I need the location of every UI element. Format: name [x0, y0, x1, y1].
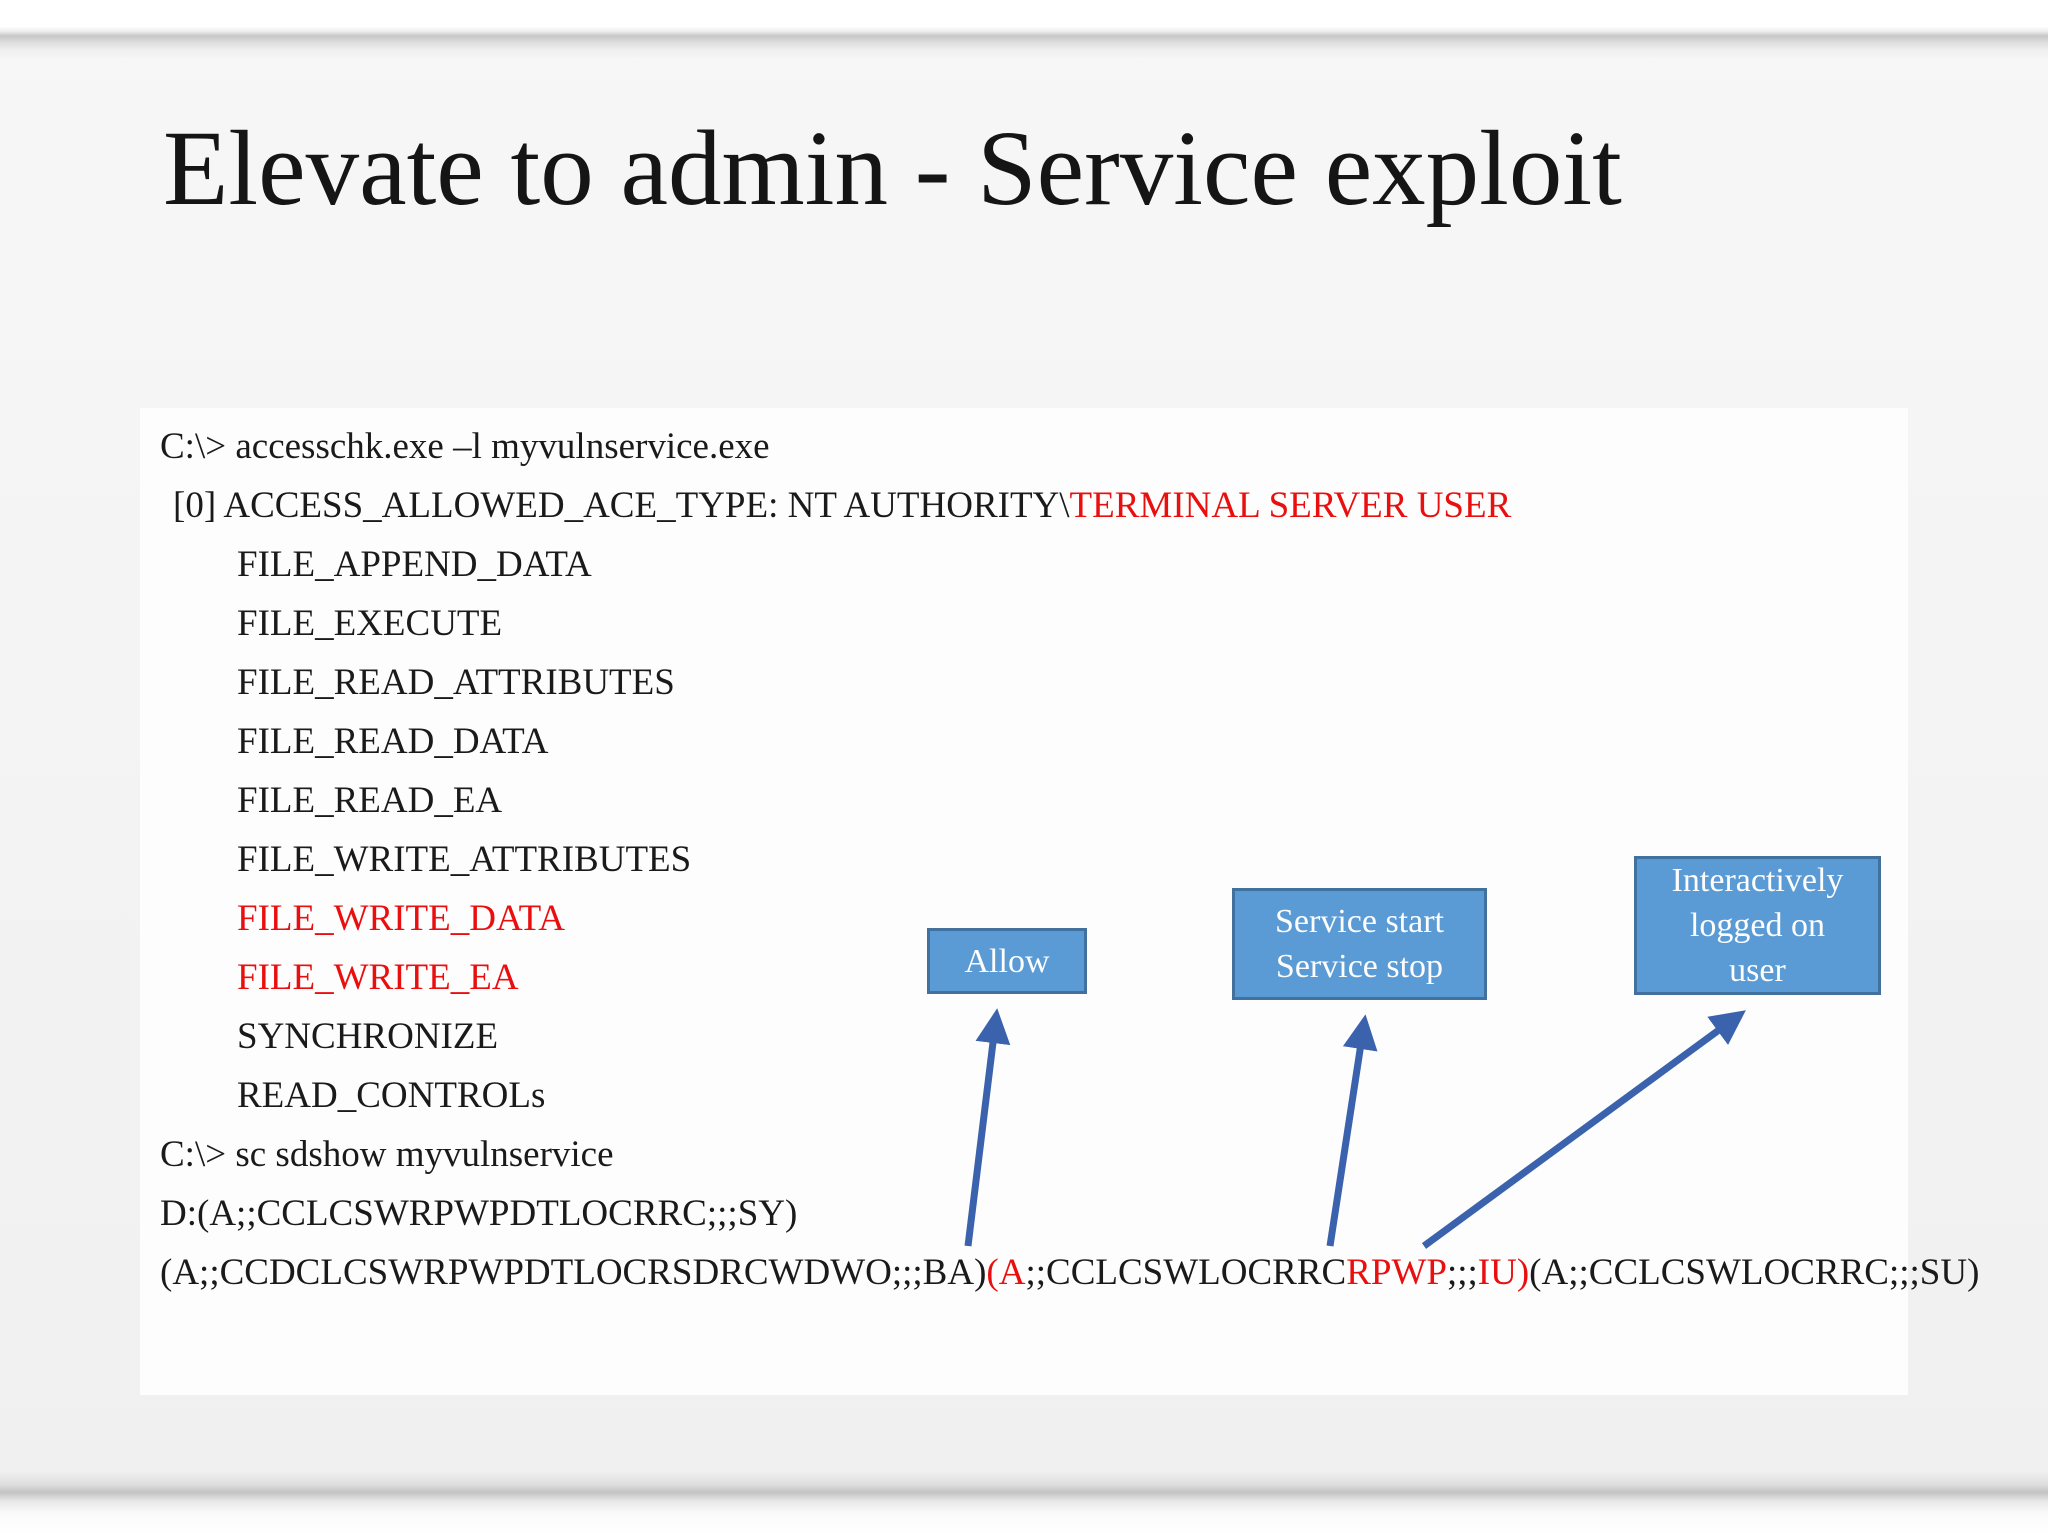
console-line: SYNCHRONIZE	[140, 1007, 1908, 1066]
console-text: ;;CCLCSWLOCRRC	[1025, 1252, 1347, 1293]
console-text: C:\> accesschk.exe –l myvulnservice.exe	[160, 426, 770, 467]
console-text-highlighted: RPWP	[1346, 1252, 1447, 1293]
console-line: FILE_WRITE_DATA	[140, 889, 1908, 948]
console-line: C:\> accesschk.exe –l myvulnservice.exe	[140, 417, 1908, 476]
console-text: FILE_READ_ATTRIBUTES	[237, 662, 675, 703]
console-text-highlighted: IU)	[1477, 1252, 1530, 1293]
console-text: READ_CONTROLs	[237, 1075, 546, 1116]
console-line: FILE_READ_EA	[140, 771, 1908, 830]
console-text: C:\> sc sdshow myvulnservice	[160, 1134, 614, 1175]
console-line: D:(A;;CCLCSWRPWPDTLOCRRC;;;SY)	[140, 1184, 1908, 1243]
callout-service-line2: Service stop	[1275, 948, 1444, 985]
callout-allow-label: Allow	[964, 942, 1050, 980]
console-text: FILE_APPEND_DATA	[237, 544, 592, 585]
callout-service-start-stop: Service start Service stop	[1232, 888, 1487, 1000]
callout-allow: Allow	[927, 928, 1087, 994]
console-text: FILE_WRITE_ATTRIBUTES	[237, 839, 692, 880]
console-text: [0] ACCESS_ALLOWED_ACE_TYPE: NT AUTHORIT…	[173, 485, 1070, 526]
console-line: (A;;CCDCLCSWRPWPDTLOCRSDRCWDWO;;;BA)(A;;…	[140, 1243, 1979, 1302]
console-text: SYNCHRONIZE	[237, 1016, 499, 1057]
console-text: FILE_READ_EA	[237, 780, 503, 821]
callout-interactively-logged-on-user: Interactively logged on user	[1634, 856, 1881, 995]
console-text: FILE_READ_DATA	[237, 721, 549, 762]
console-line: FILE_READ_ATTRIBUTES	[140, 653, 1908, 712]
slide-top-border	[0, 0, 2048, 58]
console-text-highlighted: TERMINAL SERVER USER	[1069, 485, 1512, 526]
console-line: [0] ACCESS_ALLOWED_ACE_TYPE: NT AUTHORIT…	[140, 476, 1908, 535]
console-line: FILE_APPEND_DATA	[140, 535, 1908, 594]
console-line: C:\> sc sdshow myvulnservice	[140, 1125, 1908, 1184]
console-text: (A;;CCLCSWLOCRRC;;;SU)	[1529, 1252, 1980, 1293]
console-line: FILE_WRITE_ATTRIBUTES	[140, 830, 1908, 889]
callout-service-line1: Service start	[1275, 903, 1444, 940]
console-text: (A;;CCDCLCSWRPWPDTLOCRSDRCWDWO;;;BA)	[160, 1252, 987, 1293]
console-text: D:(A;;CCLCSWRPWPDTLOCRRC;;;SY)	[160, 1193, 798, 1234]
slide-bottom-border	[0, 1470, 2048, 1536]
console-text: ;;;	[1446, 1252, 1478, 1293]
slide-title: Elevate to admin - Service exploit	[163, 110, 1622, 228]
console-text: FILE_EXECUTE	[237, 603, 503, 644]
console-line: FILE_EXECUTE	[140, 594, 1908, 653]
callout-interactive-line1: Interactively	[1671, 862, 1844, 899]
console-line: FILE_READ_DATA	[140, 712, 1908, 771]
console-output: C:\> accesschk.exe –l myvulnservice.exe […	[140, 408, 1979, 1302]
console-text-highlighted: (A	[986, 1252, 1026, 1293]
callout-interactive-line3: user	[1729, 952, 1786, 989]
console-line: FILE_WRITE_EA	[140, 948, 1908, 1007]
callout-interactive-line2: logged on	[1689, 907, 1826, 944]
console-panel: C:\> accesschk.exe –l myvulnservice.exe […	[140, 408, 1979, 1395]
console-line: READ_CONTROLs	[140, 1066, 1908, 1125]
console-text-highlighted: FILE_WRITE_DATA	[237, 898, 565, 939]
console-text-highlighted: FILE_WRITE_EA	[237, 957, 519, 998]
